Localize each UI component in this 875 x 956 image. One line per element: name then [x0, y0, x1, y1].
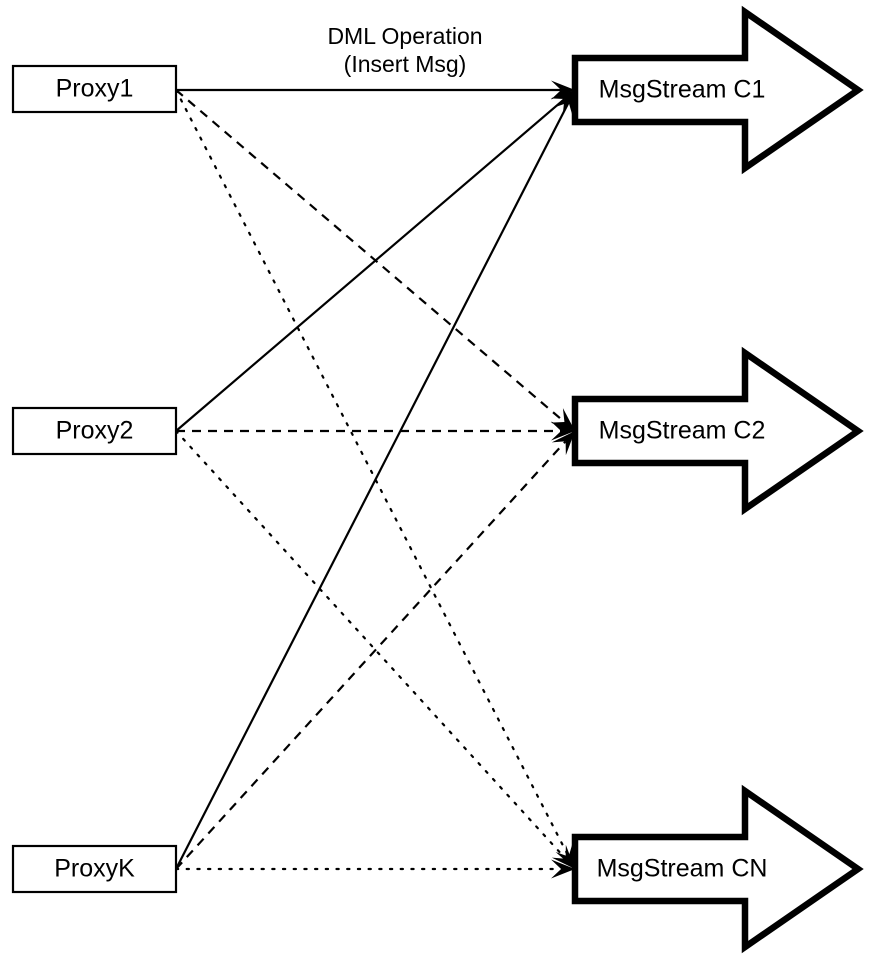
proxy-node-proxy2[interactable]: Proxy2 — [11, 406, 178, 456]
arrowhead-proxyK-to-c2 — [551, 431, 575, 456]
msgstream-arrow-shape-cn — [571, 784, 864, 954]
arrowhead-proxy2-to-cn — [551, 844, 575, 869]
msgstream-arrow-c2[interactable]: MsgStream C2 — [571, 346, 864, 516]
proxy-node-proxy1[interactable]: Proxy1 — [11, 64, 178, 114]
edge-proxy1-to-c2 — [175, 89, 566, 423]
msgstream-arrow-cn[interactable]: MsgStream CN — [571, 784, 864, 954]
arrowheads-layer — [550, 80, 575, 879]
msgstream-arrow-shape-c1 — [571, 5, 864, 175]
edge-proxy2-to-cn — [174, 429, 567, 860]
msgstream-arrow-c1[interactable]: MsgStream C1 — [571, 5, 864, 175]
msgstream-label-c1: MsgStream C1 — [599, 76, 766, 104]
arrowhead-proxy1-to-c2 — [550, 408, 575, 431]
proxy-label-proxyK: ProxyK — [54, 855, 135, 883]
edges-layer — [174, 88, 570, 871]
msgstream-label-cn: MsgStream CN — [597, 855, 768, 883]
proxy-box-proxyK — [11, 844, 178, 894]
msgstream-arrow-shape-c2 — [571, 346, 864, 516]
edge-proxy1-to-cn — [174, 88, 570, 858]
proxy-label-proxy1: Proxy1 — [56, 75, 134, 103]
caption-line-1: DML Operation — [327, 23, 482, 49]
edge-proxyK-to-c1 — [175, 101, 570, 870]
proxy-box-proxy2 — [11, 406, 178, 456]
arrowhead-proxyK-to-cn — [551, 859, 575, 879]
arrowhead-proxyK-to-c1 — [555, 90, 575, 116]
dml-operation-caption: DML Operation (Insert Msg) — [327, 23, 482, 77]
caption-line-2: (Insert Msg) — [344, 51, 467, 77]
msgstream-label-c2: MsgStream C2 — [599, 417, 766, 445]
proxy-node-proxyK[interactable]: ProxyK — [11, 844, 178, 894]
arrowhead-proxy2-to-c2 — [551, 421, 575, 441]
arrowhead-proxy1-to-c1 — [551, 80, 575, 100]
proxy-box-proxy1 — [11, 64, 178, 114]
edge-proxy2-to-c1 — [175, 98, 566, 432]
edge-proxyK-to-c2 — [175, 440, 567, 870]
streams-layer: MsgStream C1 MsgStream C2 MsgStream CN — [571, 5, 864, 954]
proxy-label-proxy2: Proxy2 — [56, 417, 134, 445]
